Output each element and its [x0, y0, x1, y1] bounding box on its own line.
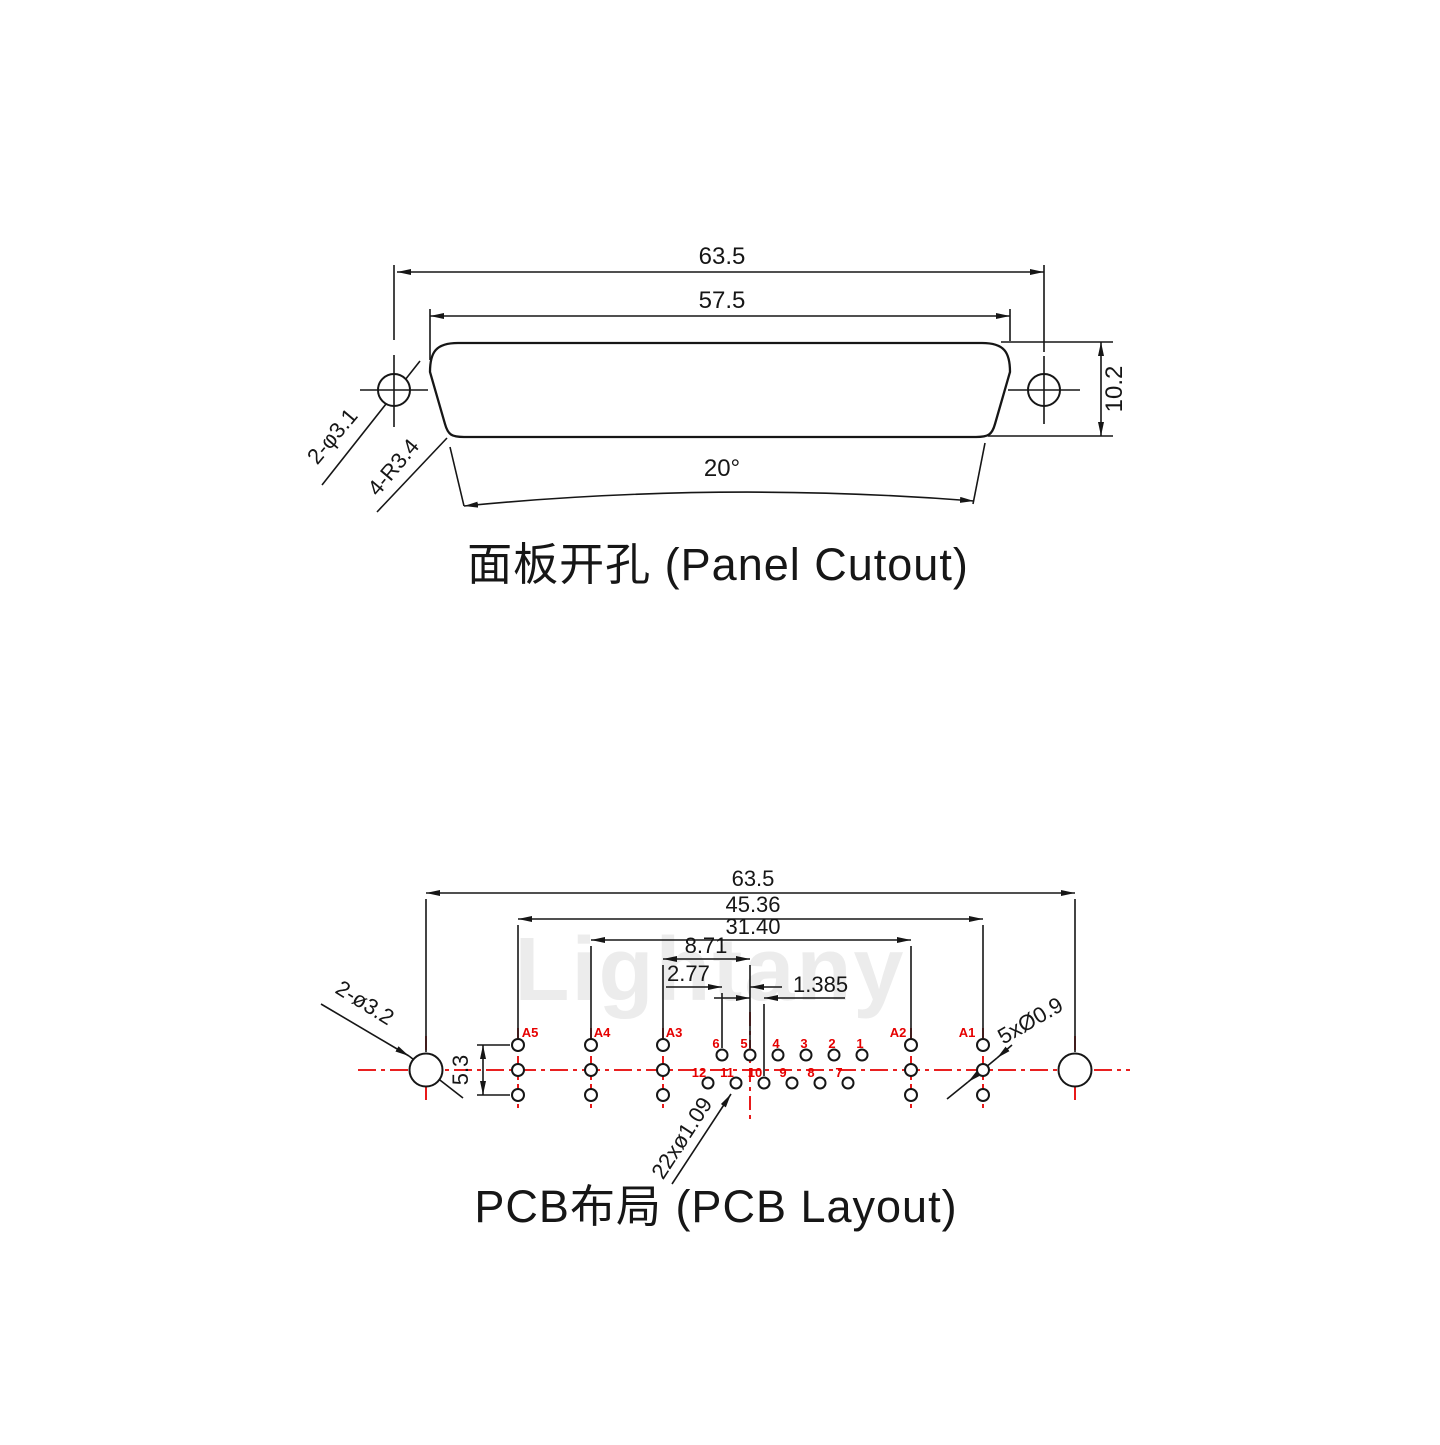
pcb-label-pin4: 4	[772, 1036, 780, 1051]
pcb-note-mount-holes: 2-ø3.2	[331, 975, 398, 1030]
pcb-label-pin10: 10	[748, 1065, 762, 1080]
pcb-label-pin12: 12	[692, 1065, 706, 1080]
pcb-label-pin2: 2	[828, 1036, 835, 1051]
panel-dimension-lines	[321, 265, 1113, 513]
panel-dim-height: 10.2	[1101, 366, 1128, 413]
panel-mount-hole-left	[360, 355, 428, 427]
pcb-dim-coax-span: 45.36	[725, 892, 780, 917]
panel-mount-hole-right	[1008, 356, 1080, 424]
pcb-dim-outer-width: 63.5	[732, 866, 775, 891]
pcb-note-coax-center-holes: 5xØ0.9	[993, 992, 1067, 1049]
watermark-logo: Lightany	[515, 920, 906, 1020]
pcb-label-a2: A2	[890, 1025, 907, 1040]
pcb-label-pin11: 11	[720, 1065, 734, 1080]
pcb-coax-pin-holes	[511, 1038, 990, 1102]
pcb-mount-hole-right	[1057, 1052, 1093, 1088]
pcb-dim-pin-pitch: 2.77	[667, 961, 710, 986]
pcb-label-pin5: 5	[740, 1036, 747, 1051]
pcb-dim-a3-to-center: 8.71	[685, 933, 728, 958]
pcb-mount-hole-left	[408, 1052, 444, 1088]
panel-dim-outer-width: 63.5	[699, 243, 746, 270]
pcb-label-a4: A4	[594, 1025, 611, 1040]
pcb-label-pin1: 1	[856, 1036, 863, 1051]
pcb-label-a3: A3	[666, 1025, 683, 1040]
panel-dim-angle: 20°	[704, 455, 740, 482]
panel-title: 面板开孔 (Panel Cutout)	[467, 539, 969, 590]
panel-dim-cutout-width: 57.5	[699, 287, 746, 314]
pcb-label-a1: A1	[959, 1025, 976, 1040]
pcb-label-a5: A5	[522, 1025, 539, 1040]
pcb-dim-mid-span: 31.40	[725, 914, 780, 939]
pcb-label-pin6: 6	[712, 1036, 719, 1051]
panel-cutout-drawing: 63.5 57.5 10.2 20° 2-φ3.1 4-R3.4 面板开孔 (P…	[302, 243, 1128, 590]
pcb-title: PCB布局 (PCB Layout)	[474, 1181, 957, 1232]
pcb-label-pin8: 8	[807, 1065, 814, 1080]
pcb-layout-drawing: 63.5 45.36 31.40 8.71 2.77 1.385 5.3 2-ø…	[320, 866, 1130, 1232]
panel-cutout-outline	[428, 341, 1012, 439]
pcb-label-pin9: 9	[779, 1065, 786, 1080]
pcb-dim-row-offset: 1.385	[793, 972, 848, 997]
pcb-label-pin7: 7	[835, 1065, 842, 1080]
panel-note-mount-holes: 2-φ3.1	[302, 403, 363, 468]
pcb-signal-pin-holes	[701, 1048, 869, 1090]
panel-note-corner-radius: 4-R3.4	[362, 434, 424, 501]
pcb-label-pin3: 3	[800, 1036, 807, 1051]
pcb-dim-coax-row-height: 5.3	[448, 1055, 473, 1086]
